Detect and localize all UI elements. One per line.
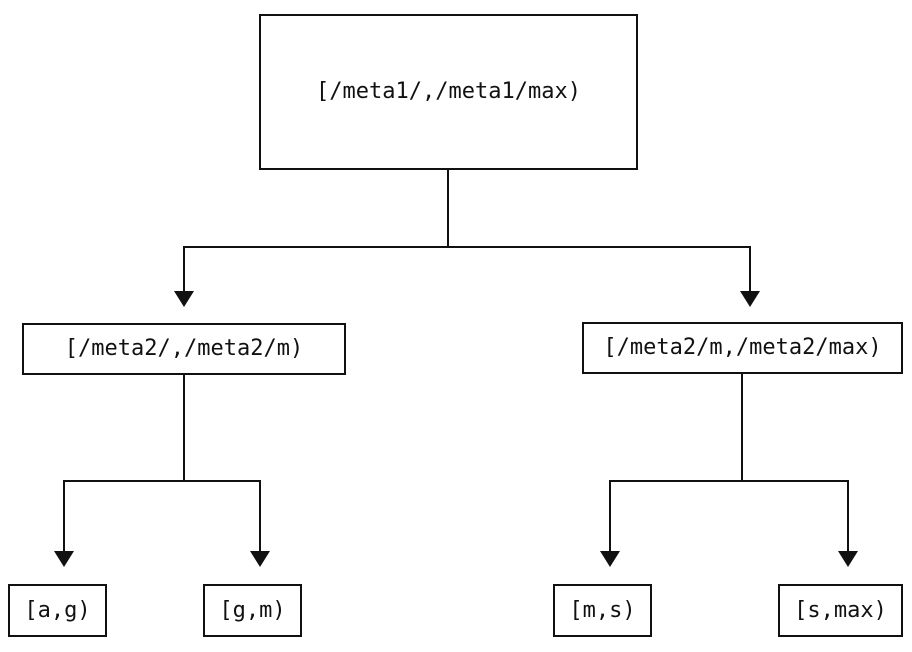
edge-meta2-high-to-leaf-smax-line [847,480,849,551]
edge-meta2-low-branch-line [63,480,261,482]
edge-root-to-meta2-high-line [749,246,751,291]
tree-leaf-s-max: [s,max) [778,584,903,637]
edge-meta2-high-branch-line [609,480,849,482]
tree-node-meta2-low: [/meta2/,/meta2/m) [22,323,346,375]
edge-meta2-low-stem-line [183,375,185,482]
tree-leaf-m-s: [m,s) [553,584,652,637]
tree-leaf-g-m: [g,m) [203,584,302,637]
arrow-down-icon [54,551,74,567]
tree-leaf-a-g: [a,g) [8,584,107,637]
arrow-down-icon [600,551,620,567]
edge-meta2-low-to-leaf-ag-line [63,480,65,551]
arrow-down-icon [250,551,270,567]
arrow-down-icon [838,551,858,567]
edge-root-to-meta2-low-line [183,246,185,291]
edge-meta2-high-stem-line [741,374,743,482]
edge-root-stem-line [447,170,449,248]
arrow-down-icon [174,291,194,307]
tree-node-root: [/meta1/,/meta1/max) [259,14,638,170]
tree-node-meta2-high: [/meta2/m,/meta2/max) [582,322,903,374]
arrow-down-icon [740,291,760,307]
edge-root-branch-line [183,246,751,248]
edge-meta2-low-to-leaf-gm-line [259,480,261,551]
edge-meta2-high-to-leaf-ms-line [609,480,611,551]
